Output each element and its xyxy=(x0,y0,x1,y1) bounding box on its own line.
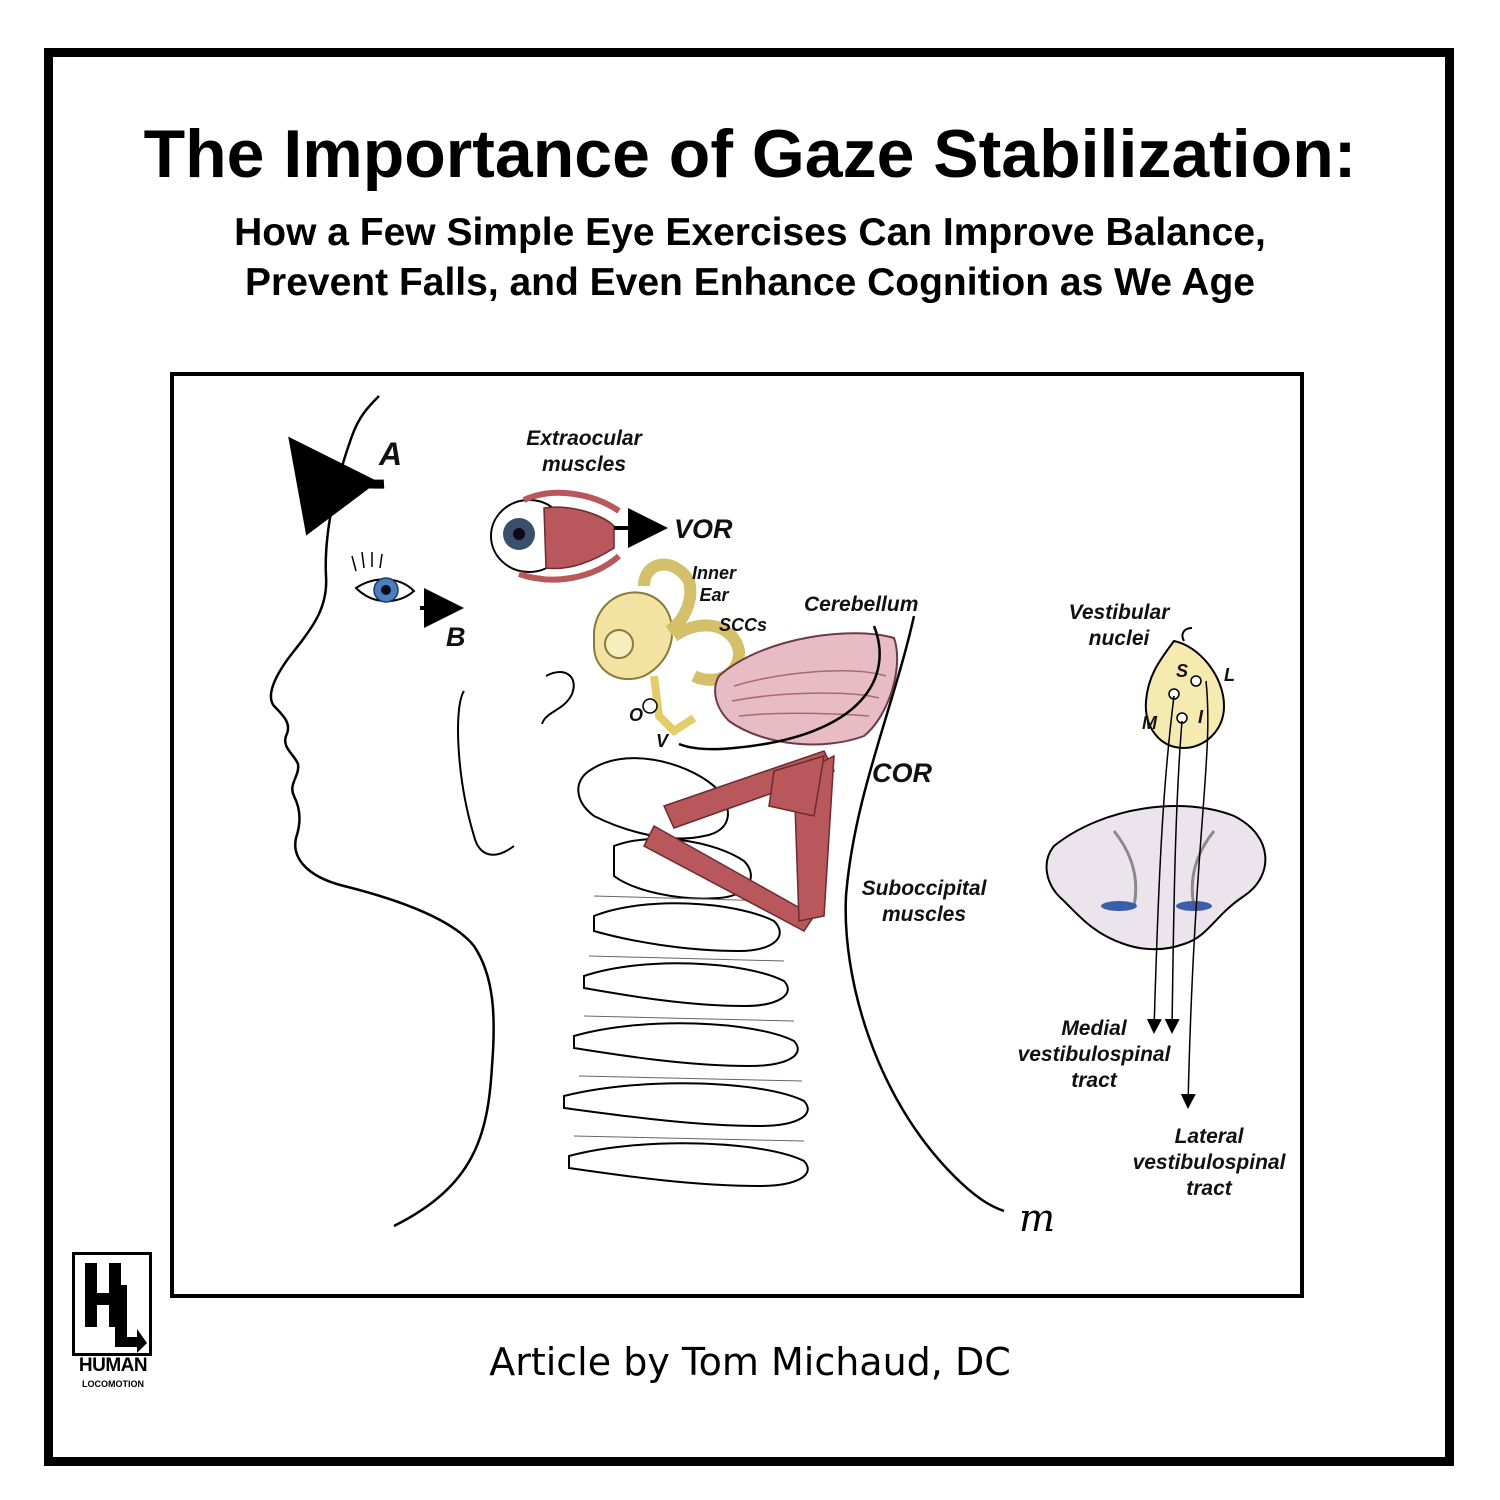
label-a: A xyxy=(379,436,403,472)
head-top xyxy=(350,395,380,437)
face-profile xyxy=(269,435,495,1228)
label-suboccipital: Suboccipital muscles xyxy=(861,877,987,926)
ear-outline xyxy=(541,671,575,725)
cervical-spine xyxy=(563,757,809,1188)
label-i: I xyxy=(1198,707,1204,727)
label-v: V xyxy=(656,731,669,751)
human-locomotion-logo: HUMAN LOCOMOTION xyxy=(72,1252,154,1398)
label-medial-tract: Medial vestibulospinal tract xyxy=(1017,1017,1171,1092)
outer-frame xyxy=(44,48,1454,1466)
label-vor: VOR xyxy=(674,514,733,544)
logo-box xyxy=(72,1252,152,1356)
vestibular-nuclei xyxy=(1144,627,1226,750)
neck-back xyxy=(844,615,1005,1213)
extraocular-eyeball xyxy=(490,489,621,583)
spinal-cord-section xyxy=(1045,805,1267,951)
subtitle-line-2: Prevent Falls, and Even Enhance Cognitio… xyxy=(245,261,1255,304)
suboccipital-muscles xyxy=(643,750,836,932)
artist-signature: m xyxy=(1019,1196,1055,1240)
label-sccs: SCCs xyxy=(719,615,768,635)
cerebellum xyxy=(714,632,899,746)
jaw-line xyxy=(457,690,515,856)
logo-line-2: LOCOMOTION xyxy=(82,1379,144,1389)
label-s: S xyxy=(1176,661,1189,681)
face-eye xyxy=(351,551,416,603)
byline: Article by Tom Michaud, DC xyxy=(489,1340,1011,1384)
anatomy-illustration: m xyxy=(269,395,1267,1240)
vestibulospinal-tracts xyxy=(1146,680,1209,1109)
inner-ear xyxy=(593,558,745,737)
logo-hl-glyph xyxy=(85,1263,147,1353)
logo-line-1: HUMAN xyxy=(78,1355,148,1376)
label-cerebellum: Cerebellum xyxy=(804,593,919,616)
label-lateral-tract: Lateral vestibulospinal tract xyxy=(1132,1125,1286,1200)
page-title: The Importance of Gaze Stabilization: xyxy=(143,116,1357,192)
label-l: L xyxy=(1224,665,1235,685)
label-vestibular-nuclei: Vestibular nuclei xyxy=(1068,601,1170,650)
label-o: O xyxy=(629,705,644,725)
label-b: B xyxy=(446,622,466,652)
arrow-a xyxy=(288,436,385,536)
skull-base xyxy=(678,625,881,751)
label-m: M xyxy=(1142,713,1157,733)
label-extraocular: Extraocular muscles xyxy=(526,427,642,476)
label-cor: COR xyxy=(872,758,932,788)
page-subtitle: How a Few Simple Eye Exercises Can Impro… xyxy=(0,208,1500,308)
label-inner-ear: Inner Ear xyxy=(691,563,736,605)
subtitle-line-1: How a Few Simple Eye Exercises Can Impro… xyxy=(234,211,1266,254)
illustration-panel: m A B Extraocular muscles VOR Inner Ear … xyxy=(170,372,1304,1298)
